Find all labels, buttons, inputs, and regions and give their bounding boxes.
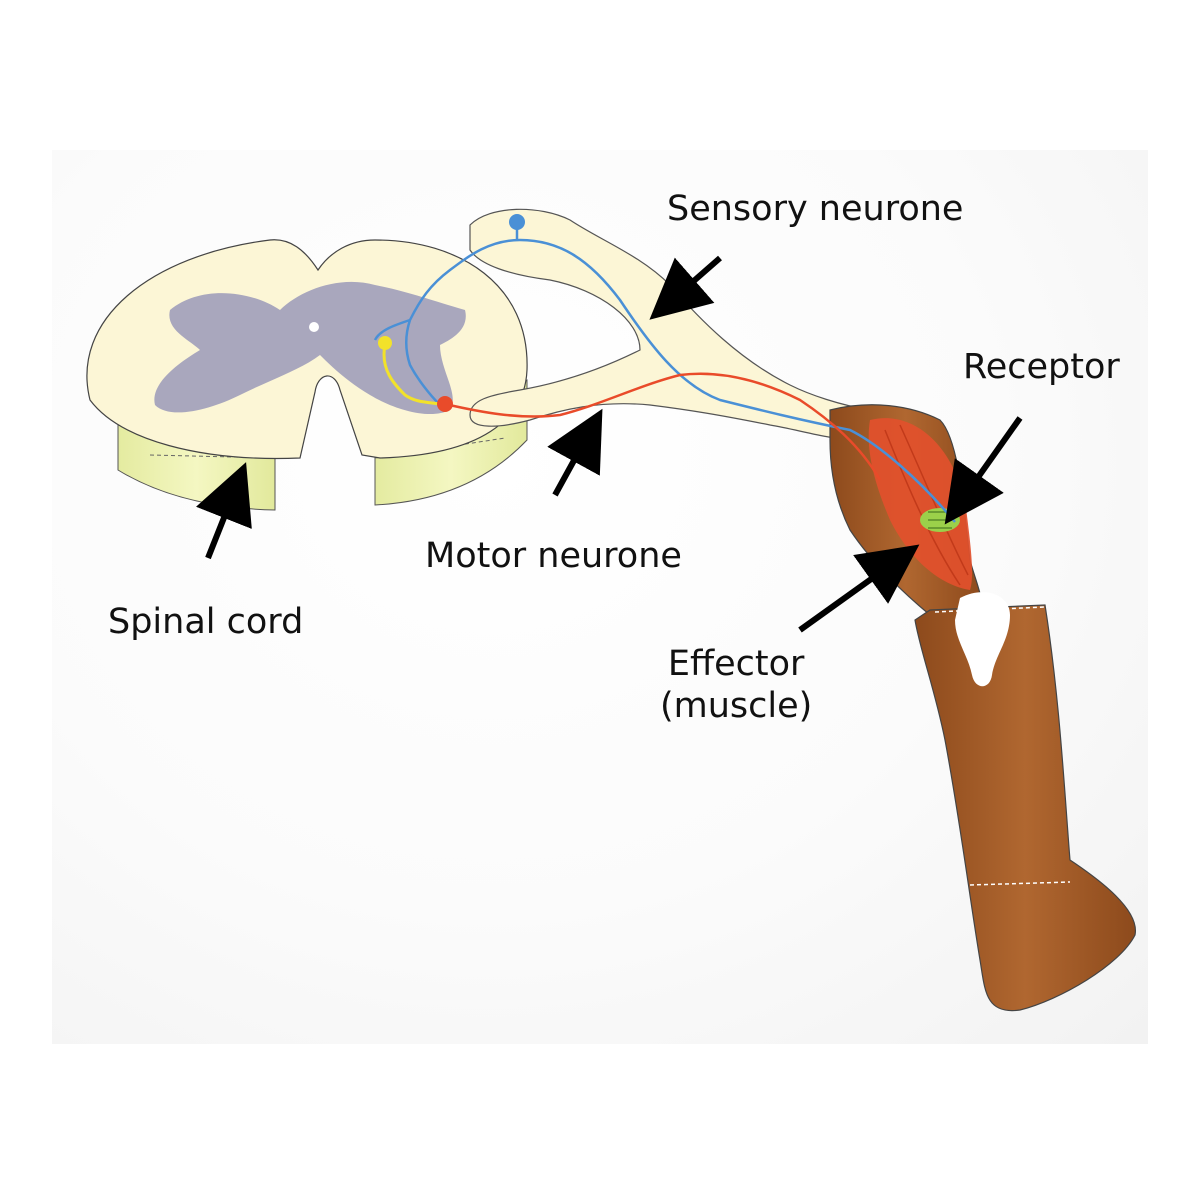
motor-neurone-label: Motor neurone — [425, 535, 682, 577]
spinal-cord-label: Spinal cord — [108, 601, 303, 643]
sensory-cell-body — [509, 214, 525, 230]
leg — [830, 405, 1135, 1011]
sensory-neurone-label: Sensory neurone — [667, 188, 963, 230]
arrow-sensory — [672, 258, 720, 300]
arrow-receptor — [962, 418, 1020, 500]
effector-label: Effector (muscle) — [660, 643, 812, 727]
arrow-motor — [555, 435, 588, 495]
effector-label-line2: (muscle) — [660, 685, 812, 727]
receptor-label: Receptor — [963, 346, 1120, 388]
arrow-effector — [800, 562, 895, 630]
effector-label-line1: Effector — [660, 643, 812, 685]
